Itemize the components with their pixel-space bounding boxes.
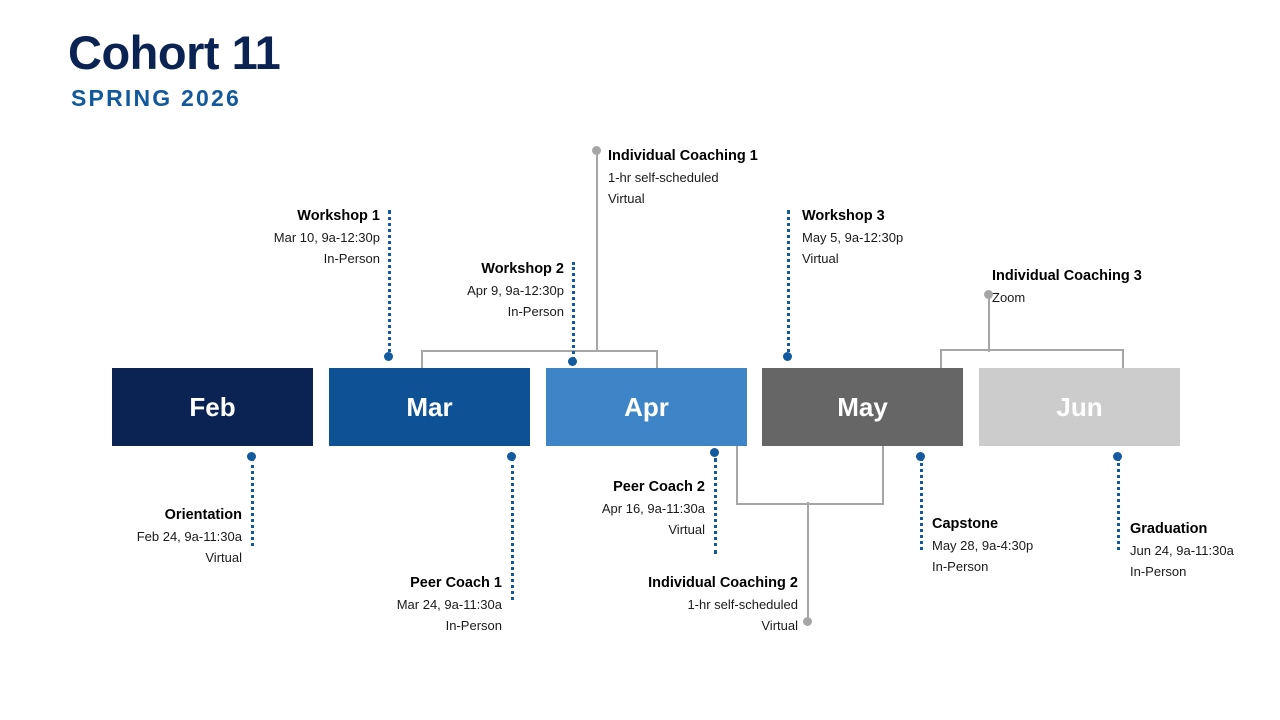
milestone-title: Orientation [164, 507, 242, 523]
connector-coaching-2 [807, 502, 809, 622]
marker-workshop-1 [384, 352, 393, 361]
milestone-title: Peer Coach 1 [410, 575, 502, 591]
bracket-coaching-2 [736, 446, 884, 505]
milestone-graduation: Graduation Jun 24, 9a-11:30a In-Person [1130, 519, 1280, 582]
milestone-mode: Virtual [608, 191, 645, 207]
milestone-mode: In-Person [445, 618, 502, 634]
milestone-title: Workshop 1 [297, 208, 380, 224]
milestone-date: Jun 24, 9a-11:30a [1130, 543, 1234, 559]
milestone-workshop-3: Workshop 3 May 5, 9a-12:30p Virtual [802, 206, 1082, 269]
milestone-date: May 5, 9a-12:30p [802, 230, 904, 246]
month-bar-feb[interactable]: Feb [112, 368, 313, 446]
month-bar-may[interactable]: May [762, 368, 963, 446]
marker-capstone [916, 452, 925, 461]
month-label: Mar [406, 391, 453, 422]
milestone-mode: Virtual [761, 618, 798, 634]
milestone-title: Peer Coach 2 [613, 479, 705, 495]
milestone-peer-coach-2: Peer Coach 2 Apr 16, 9a-11:30a Virtual [445, 477, 705, 540]
month-label: Jun [1056, 391, 1103, 422]
milestone-title: Individual Coaching 1 [608, 148, 758, 164]
milestone-mode: In-Person [1130, 564, 1187, 580]
milestone-title: Individual Coaching 2 [648, 575, 798, 591]
milestone-mode: In-Person [932, 559, 989, 575]
month-label: Feb [189, 391, 236, 422]
slide-header: Cohort 11 SPRING 2026 [68, 26, 281, 112]
marker-coaching-2 [803, 617, 812, 626]
connector-orientation [251, 458, 254, 546]
page-subtitle: SPRING 2026 [71, 85, 241, 112]
milestone-date: Mar 10, 9a-12:30p [273, 230, 380, 246]
marker-coaching-3 [984, 290, 993, 299]
milestone-title: Workshop 3 [802, 208, 885, 224]
connector-coaching-1 [596, 152, 598, 352]
milestone-date: 1-hr self-scheduled [687, 597, 798, 613]
milestone-workshop-2: Workshop 2 Apr 9, 9a-12:30p In-Person [302, 259, 564, 322]
marker-graduation [1113, 452, 1122, 461]
milestone-mode: Zoom [992, 290, 1026, 306]
milestone-date: 1-hr self-scheduled [608, 170, 719, 186]
marker-workshop-2 [568, 357, 577, 366]
connector-coaching-3 [988, 294, 990, 352]
milestone-peer-coach-1: Peer Coach 1 Mar 24, 9a-11:30a In-Person [242, 573, 502, 636]
month-label: May [837, 391, 888, 422]
milestone-coaching-3: Individual Coaching 3 Zoom [992, 266, 1280, 308]
milestone-date: Apr 9, 9a-12:30p [467, 283, 564, 299]
milestone-mode: In-Person [507, 304, 564, 320]
milestone-date: Mar 24, 9a-11:30a [396, 597, 502, 613]
connector-workshop-1 [388, 210, 391, 360]
milestone-mode: Virtual [668, 522, 705, 538]
milestone-title: Capstone [932, 516, 999, 532]
milestone-coaching-2: Individual Coaching 2 1-hr self-schedule… [500, 573, 798, 636]
connector-peer-coach-2 [714, 458, 717, 554]
month-label: Apr [624, 391, 669, 422]
month-bar-apr[interactable]: Apr [546, 368, 747, 446]
milestone-date: Apr 16, 9a-11:30a [601, 501, 705, 517]
marker-peer-coach-2 [710, 448, 719, 457]
milestone-date: May 28, 9a-4:30p [932, 538, 1034, 554]
connector-workshop-2 [572, 262, 575, 360]
milestone-title: Individual Coaching 3 [992, 268, 1142, 284]
marker-peer-coach-1 [507, 452, 516, 461]
month-bar-mar[interactable]: Mar [329, 368, 530, 446]
bracket-coaching-1 [421, 350, 658, 370]
milestone-orientation: Orientation Feb 24, 9a-11:30a Virtual [0, 505, 242, 568]
milestone-coaching-1: Individual Coaching 1 1-hr self-schedule… [608, 146, 908, 209]
milestone-capstone: Capstone May 28, 9a-4:30p In-Person [932, 514, 1192, 577]
page-title: Cohort 11 [68, 26, 281, 79]
marker-coaching-1 [592, 146, 601, 155]
milestone-title: Graduation [1130, 521, 1208, 537]
marker-orientation [247, 452, 256, 461]
milestone-mode: In-Person [323, 251, 380, 267]
milestone-mode: Virtual [205, 550, 242, 566]
milestone-title: Workshop 2 [481, 261, 564, 277]
milestone-date: Feb 24, 9a-11:30a [136, 529, 242, 545]
month-bar-jun[interactable]: Jun [979, 368, 1180, 446]
connector-capstone [920, 458, 923, 550]
milestone-workshop-1: Workshop 1 Mar 10, 9a-12:30p In-Person [118, 206, 380, 269]
connector-graduation [1117, 458, 1120, 550]
connector-workshop-3 [787, 210, 790, 360]
marker-workshop-3 [783, 352, 792, 361]
milestone-mode: Virtual [802, 251, 839, 267]
bracket-coaching-3 [940, 349, 1124, 370]
connector-peer-coach-1 [511, 458, 514, 600]
